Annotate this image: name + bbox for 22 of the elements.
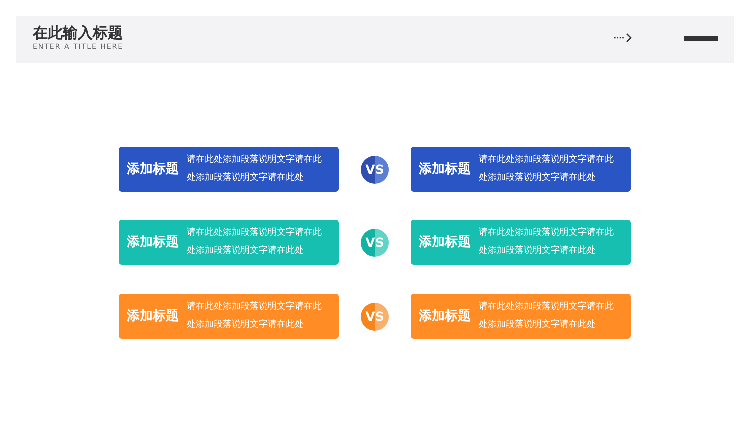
text-card: [411, 220, 631, 265]
card-description: 请在此处添加段落说明文字请在此处添加段落说明文字请在此处: [479, 226, 615, 258]
card-heading: 添加标题: [419, 308, 471, 325]
card-description: 请在此处添加段落说明文字请在此处添加段落说明文字请在此处: [187, 300, 323, 332]
vs-badge: VS: [361, 229, 389, 257]
card-heading: 添加标题: [127, 308, 179, 325]
text-card: [119, 294, 339, 339]
card-description: 请在此处添加段落说明文字请在此处添加段落说明文字请在此处: [479, 154, 615, 184]
vs-badge: VS: [361, 303, 389, 331]
text-card: [119, 220, 339, 265]
card-heading: 添加标题: [419, 161, 471, 178]
text-card: [411, 147, 631, 192]
vs-badge: VS: [361, 156, 389, 184]
card-description: 请在此处添加段落说明文字请在此处添加段落说明文字请在此处: [479, 300, 615, 332]
text-card: [119, 147, 339, 192]
card-heading: 添加标题: [419, 234, 471, 251]
card-description: 请在此处添加段落说明文字请在此处添加段落说明文字请在此处: [187, 154, 323, 184]
card-heading: 添加标题: [127, 234, 179, 251]
card-description: 请在此处添加段落说明文字请在此处添加段落说明文字请在此处: [187, 226, 323, 258]
card-heading: 添加标题: [127, 161, 179, 178]
text-card: [411, 294, 631, 339]
page-title: 在此输入标题: [33, 24, 123, 42]
